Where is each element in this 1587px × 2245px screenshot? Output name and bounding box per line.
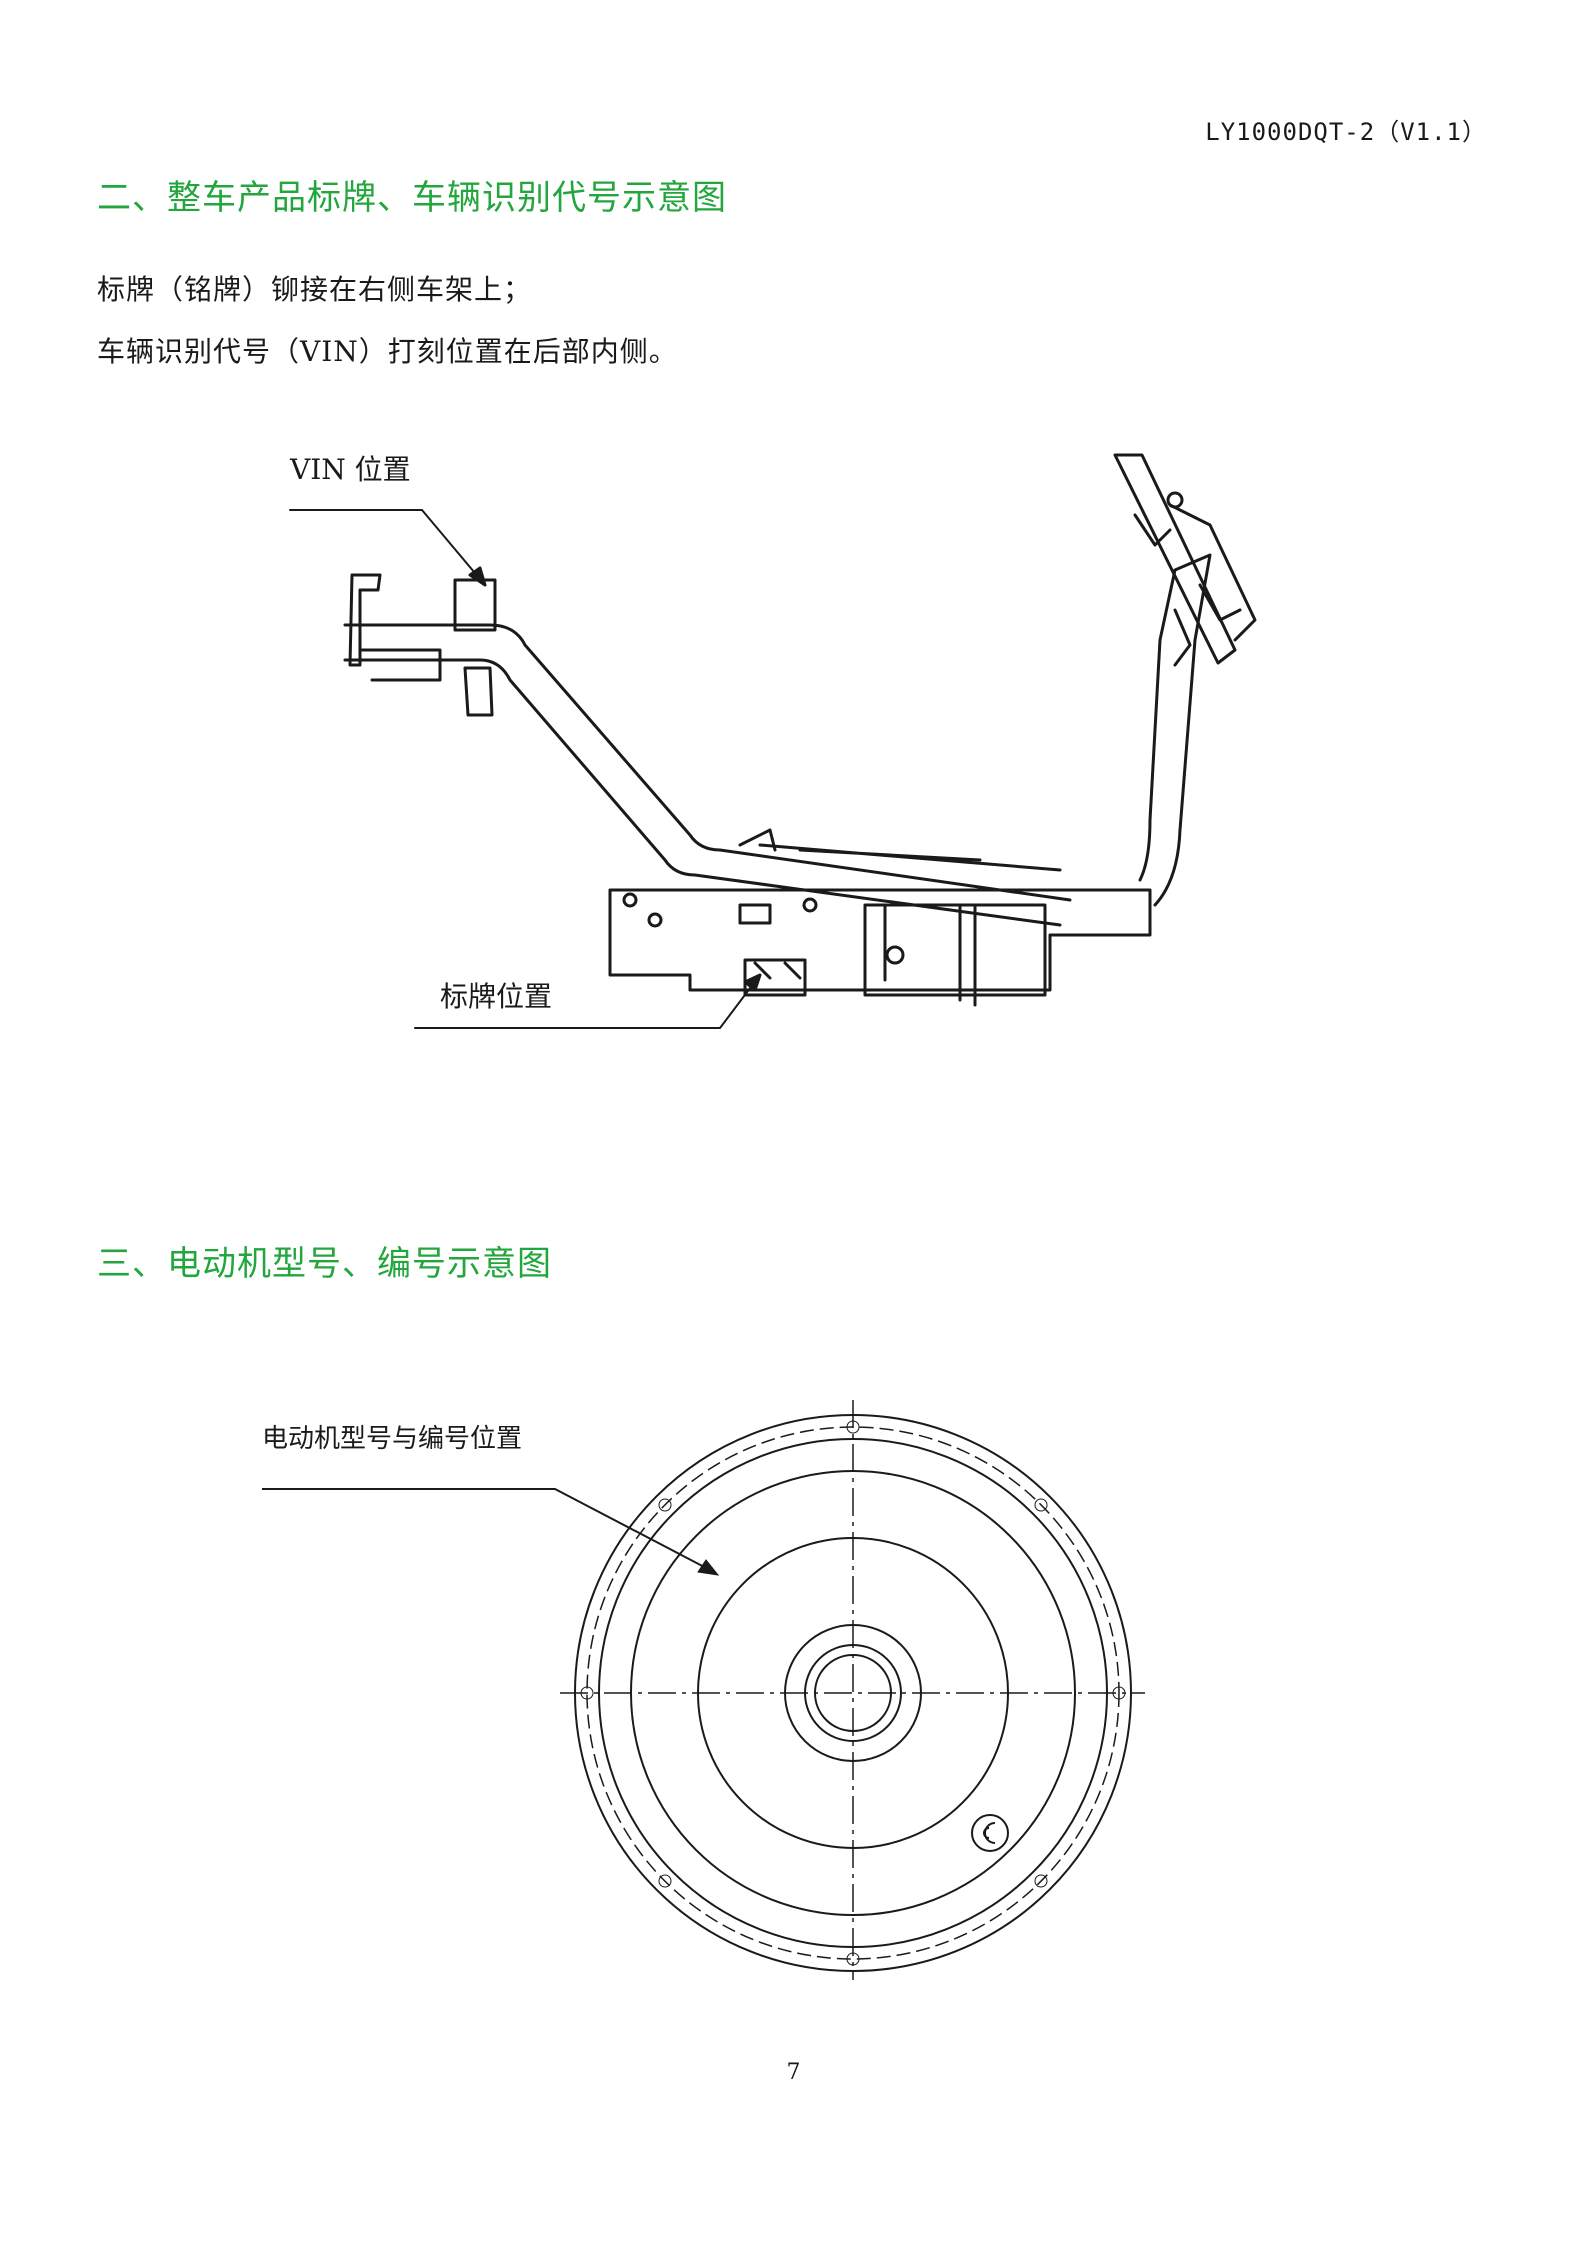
section-3-heading: 三、电动机型号、编号示意图	[97, 1244, 552, 1284]
nameplate-location-label: 标牌位置	[440, 980, 553, 1013]
page-number: 7	[786, 2060, 801, 2085]
frame-diagram	[289, 453, 1257, 1029]
vin-description: 车辆识别代号（VIN）打刻位置在后部内侧。	[97, 335, 678, 368]
vin-location-label: VIN 位置	[290, 453, 411, 486]
section-2-heading: 二、整车产品标牌、车辆识别代号示意图	[97, 178, 727, 218]
motor-location-label: 电动机型号与编号位置	[262, 1424, 523, 1454]
motor-diagram	[262, 1400, 1145, 1980]
document-code: LY1000DQT-2（V1.1）	[1205, 118, 1487, 146]
nameplate-description: 标牌（铭牌）铆接在右侧车架上；	[97, 273, 533, 306]
